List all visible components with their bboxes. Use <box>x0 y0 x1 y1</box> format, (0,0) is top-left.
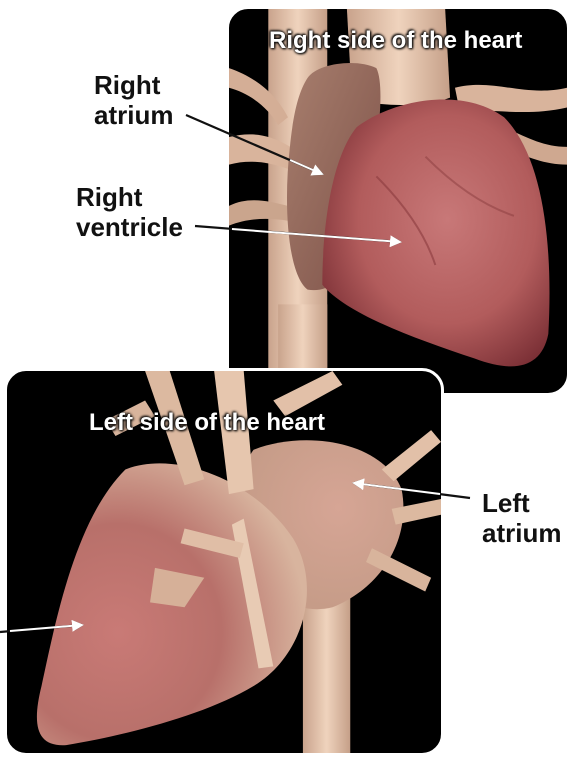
left-atrium-label-line2: atrium <box>482 518 561 548</box>
right-ventricle-label: Right ventricle <box>76 182 183 242</box>
right-atrium-label-line1: Right <box>94 70 173 100</box>
right-panel-title: Right side of the heart <box>269 27 522 55</box>
right-atrium-label-line2: atrium <box>94 100 173 130</box>
right-heart-illustration <box>229 9 567 393</box>
left-heart-panel: Left side of the heart <box>4 368 444 756</box>
left-panel-title: Left side of the heart <box>89 409 325 437</box>
right-ventricle-label-line1: Right <box>76 182 183 212</box>
right-ventricle-shape <box>322 99 549 366</box>
left-atrium-label: Left atrium <box>482 488 561 548</box>
right-atrium-label: Right atrium <box>94 70 173 130</box>
right-heart-panel: Right side of the heart <box>226 6 570 396</box>
left-atrium-label-line1: Left <box>482 488 561 518</box>
vein-branch <box>382 430 441 481</box>
right-ventricle-label-line2: ventricle <box>76 212 183 242</box>
